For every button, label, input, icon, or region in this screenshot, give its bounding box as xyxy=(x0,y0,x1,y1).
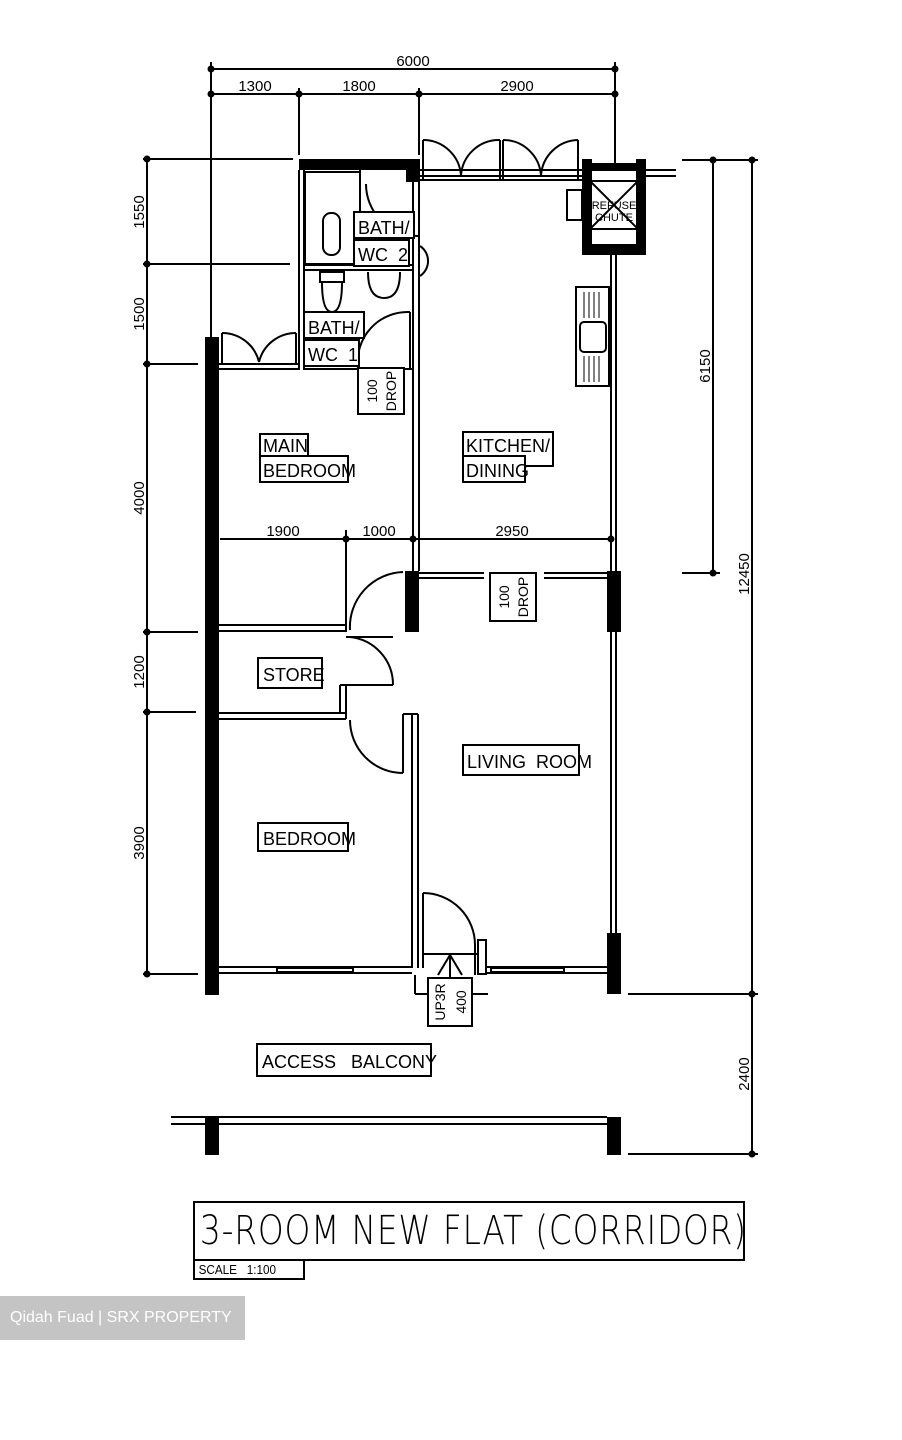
drop-1-text: DROP xyxy=(383,371,399,411)
dim-internal-2: 1000 xyxy=(362,523,395,540)
dim-right-balcony: 2400 xyxy=(736,1057,753,1090)
dim-internal-3: 2950 xyxy=(495,523,528,540)
dim-right-kitchen: 6150 xyxy=(697,349,714,382)
top-dimension-lines xyxy=(210,62,616,340)
plan-title: 3-ROOM NEW FLAT (CORRIDOR) xyxy=(199,1208,747,1254)
label-frames xyxy=(256,211,580,1077)
main-bedroom-label-1: MAIN xyxy=(263,436,308,456)
dim-left-3: 4000 xyxy=(131,481,148,514)
watermark: Qidah Fuad | SRX PROPERTY xyxy=(0,1296,245,1340)
refuse-chute-label-1: REFUSE xyxy=(592,200,637,212)
annotations: 100 DROP 100 DROP UP3R 400 xyxy=(364,371,531,1021)
dim-top-total: 6000 xyxy=(396,53,429,70)
dim-left-5: 3900 xyxy=(131,826,148,859)
dim-top-3: 2900 xyxy=(500,78,533,95)
kitchen-label-1: KITCHEN/ xyxy=(466,436,550,456)
dim-top-1: 1300 xyxy=(238,78,271,95)
drop-2-value: 100 xyxy=(496,585,512,609)
main-bedroom-label-2: BEDROOM xyxy=(263,461,356,481)
bath-wc-2-label-2: WC 2 xyxy=(358,245,408,265)
dim-left-4: 1200 xyxy=(131,655,148,688)
bath-wc-1-label-2: WC 1 xyxy=(308,345,358,365)
dim-top-2: 1800 xyxy=(342,78,375,95)
drop-2-text: DROP xyxy=(515,577,531,617)
step-label-2: 400 xyxy=(453,990,469,1014)
access-balcony-label: ACCESS BALCONY xyxy=(262,1052,437,1072)
kitchen-label-2: DINING xyxy=(466,461,529,481)
structural-walls xyxy=(205,159,646,1155)
room-labels: BATH/ WC 2 BATH/ WC 1 REFUSE CHUTE MAIN … xyxy=(262,200,636,1072)
scale-label: SCALE 1:100 xyxy=(198,1262,276,1277)
bedroom-label: BEDROOM xyxy=(263,829,356,849)
right-dimension-lines xyxy=(628,159,758,1155)
dim-left-1: 1550 xyxy=(131,195,148,228)
dimension-labels: 6000 1300 1800 2900 1550 1500 4000 1200 … xyxy=(131,53,753,1091)
dim-left-2: 1500 xyxy=(131,297,148,330)
dim-right-total: 12450 xyxy=(736,553,753,595)
bath-wc-2-label-1: BATH/ xyxy=(358,218,410,238)
left-dimension-lines xyxy=(143,158,293,975)
drop-1-value: 100 xyxy=(364,379,380,403)
store-label: STORE xyxy=(263,665,325,685)
dim-internal-1: 1900 xyxy=(266,523,299,540)
plan-title-box: 3-ROOM NEW FLAT (CORRIDOR) xyxy=(193,1201,747,1261)
living-room-label: LIVING ROOM xyxy=(467,752,592,772)
refuse-chute-label-2: CHUTE xyxy=(595,212,633,224)
scale-box: SCALE 1:100 xyxy=(193,1259,305,1280)
step-label-1: UP3R xyxy=(432,983,448,1020)
partitions xyxy=(171,138,676,1125)
bath-wc-1-label-1: BATH/ xyxy=(308,318,360,338)
